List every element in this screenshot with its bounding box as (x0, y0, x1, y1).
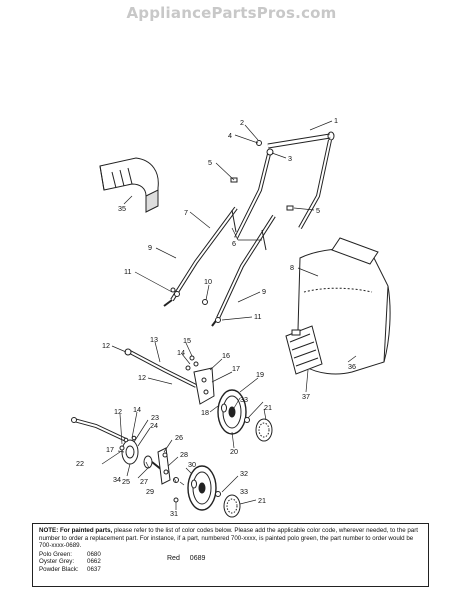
callout-12-lower: 12 (114, 407, 122, 416)
callout-3: 3 (288, 154, 292, 163)
note-body: please refer to the list of color codes … (39, 527, 419, 550)
callout-9-lower: 9 (262, 287, 266, 296)
bag-frame (285, 325, 323, 375)
callout-27: 27 (140, 477, 148, 486)
lower-axle (71, 417, 127, 442)
callout-11-upper: 11 (124, 267, 131, 276)
hub-cap-upper (244, 417, 273, 442)
callout-32: 32 (240, 469, 248, 478)
callout-20: 20 (230, 447, 238, 456)
callout-23: 23 (151, 413, 159, 422)
color-code: 0662 (87, 558, 101, 566)
callout-16: 16 (222, 351, 230, 360)
callout-12-middle: 12 (138, 373, 146, 382)
color-code: 0680 (87, 550, 101, 558)
callout-labels: 1 2 3 4 5 5 6 7 8 9 9 10 11 11 12 12 12 … (76, 116, 356, 518)
color-name: Red (167, 554, 180, 562)
callout-10: 10 (204, 277, 212, 286)
callout-35: 35 (118, 204, 126, 213)
height-adjuster (185, 355, 215, 405)
front-wheel (187, 465, 217, 511)
color-code-row: Polo Green: 0680 (39, 551, 119, 559)
color-code: 0689 (189, 554, 206, 562)
callout-21-lower: 21 (258, 496, 266, 505)
callout-22: 22 (76, 459, 84, 468)
callout-36: 36 (348, 362, 356, 371)
callout-7: 7 (184, 208, 188, 217)
leader-lines (101, 120, 357, 510)
callout-15: 15 (183, 336, 191, 345)
color-name: Powder Black: (39, 565, 79, 573)
color-code-row: Oyster Grey: 0662 (39, 558, 119, 566)
callout-14-upper: 14 (177, 348, 185, 357)
callout-30: 30 (188, 460, 196, 469)
callout-19: 19 (256, 370, 264, 379)
note-lead: NOTE: For painted parts, (39, 527, 113, 534)
color-code-list: Polo Green: 0680 Oyster Grey: 0662 Powde… (39, 551, 422, 574)
callout-25: 25 (122, 477, 130, 486)
discharge-chute (99, 157, 159, 213)
callout-33-lower: 33 (240, 487, 248, 496)
watermark-logo: AppliancePartsPros.com (126, 4, 337, 22)
hardware-parts (170, 140, 294, 323)
upper-handle (234, 139, 332, 239)
red-color-code: Red 0689 (167, 555, 205, 563)
callout-37: 37 (302, 392, 310, 401)
callout-1: 1 (334, 116, 338, 125)
callout-13: 13 (150, 335, 158, 344)
lower-handle (163, 206, 276, 327)
callout-18: 18 (201, 408, 209, 417)
callout-26: 26 (175, 433, 183, 442)
callout-29: 29 (146, 487, 154, 496)
callout-11-lower: 11 (254, 312, 261, 321)
callout-12-upper: 12 (102, 341, 110, 350)
hub-cap-lower (173, 477, 241, 518)
color-name: Polo Green: (39, 550, 73, 558)
callout-5-left: 5 (208, 158, 212, 167)
callout-9-upper: 9 (148, 243, 152, 252)
callout-34: 34 (113, 475, 121, 484)
callout-8: 8 (290, 263, 294, 272)
callout-28: 28 (180, 450, 188, 459)
callout-17-lower: 17 (106, 445, 114, 454)
callout-5-right: 5 (316, 206, 320, 215)
callout-31: 31 (170, 509, 178, 518)
color-name: Oyster Grey: (39, 558, 75, 566)
callout-4: 4 (228, 131, 232, 140)
color-code-row: Powder Black: 0637 (39, 566, 119, 574)
collection-bag (297, 237, 391, 375)
callout-24: 24 (150, 421, 158, 430)
callout-33-upper: 33 (240, 395, 248, 404)
color-code-note: NOTE: For painted parts, please refer to… (32, 523, 429, 587)
handle-crossbar (267, 131, 335, 149)
callout-14-lower: 14 (133, 405, 141, 414)
note-text: NOTE: For painted parts, please refer to… (39, 527, 422, 550)
callout-2: 2 (240, 118, 244, 127)
callout-21-upper: 21 (264, 403, 272, 412)
upper-axle (124, 348, 197, 388)
callout-6: 6 (232, 239, 236, 248)
lower-adjuster (119, 435, 171, 485)
color-code: 0637 (87, 565, 101, 573)
callout-17-upper: 17 (232, 364, 240, 373)
